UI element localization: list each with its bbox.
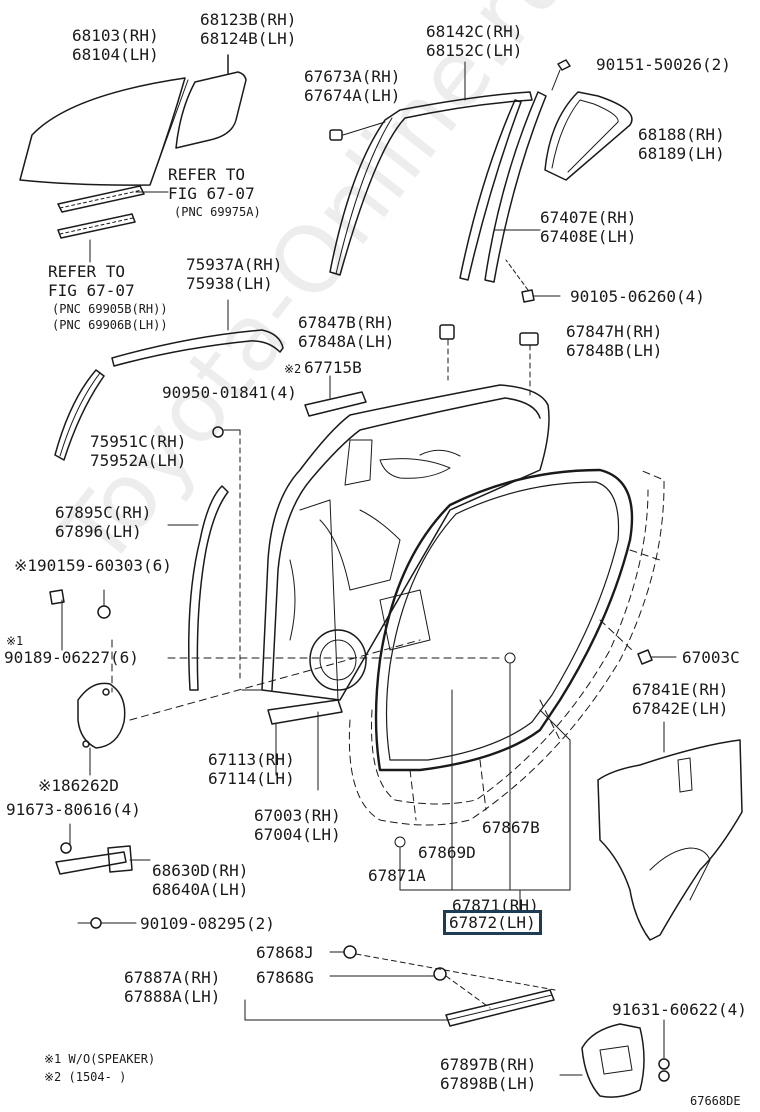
mark-1-a: ※1 <box>6 634 24 648</box>
rear-door-panel <box>261 384 550 701</box>
label-67113: 67113(RH) <box>208 750 295 769</box>
door-seal-pad <box>304 375 367 417</box>
quarter-window-seal <box>544 91 633 181</box>
label-75938: 75938(LH) <box>186 274 273 293</box>
label-67895c: 67895C(RH) <box>55 503 152 522</box>
label-67872-highlighted: 67872(LH) <box>443 910 542 935</box>
label-67003c: 67003C <box>682 648 740 667</box>
label-67004: 67004(LH) <box>254 825 341 844</box>
label-refer1-c: (PNC 69975A) <box>174 205 261 219</box>
label-68124b: 68124B(LH) <box>200 29 297 48</box>
label-67848a: 67848A(LH) <box>298 332 395 351</box>
frame-garnish <box>54 369 105 461</box>
label-67673a: 67673A(RH) <box>304 67 401 86</box>
label-75952a: 75952A(LH) <box>90 451 187 470</box>
label-67003: 67003(RH) <box>254 806 341 825</box>
label-67896: 67896(LH) <box>55 522 142 541</box>
pillar-garnish <box>167 485 229 691</box>
lower-door-panel <box>241 689 343 791</box>
glass-run-strips <box>57 185 169 263</box>
label-68189: 68189(LH) <box>638 144 725 163</box>
label-90189: 90189-06227(6) <box>4 648 139 667</box>
label-90151: 90151-50026(2) <box>596 55 731 74</box>
door-weatherstrip <box>374 468 634 772</box>
label-90159: ※190159-60303(6) <box>14 556 172 575</box>
clips <box>212 59 571 681</box>
label-67897b: 67897B(RH) <box>440 1055 537 1074</box>
label-67674a: 67674A(LH) <box>304 86 401 105</box>
label-68142c: 68142C(RH) <box>426 22 523 41</box>
body-opening-dashed <box>111 469 665 826</box>
label-refer2-a: REFER TO <box>48 262 126 281</box>
quarter-glass <box>175 54 247 149</box>
rocker-moulding <box>244 945 556 1027</box>
label-91631: 91631-60622(4) <box>612 1000 747 1019</box>
label-67887a: 67887A(RH) <box>124 968 221 987</box>
label-67407e: 67407E(RH) <box>540 208 637 227</box>
label-refer2-b: FIG 67-07 <box>48 281 135 300</box>
label-68630d: 68630D(RH) <box>152 861 249 880</box>
belt-moulding <box>111 299 284 367</box>
diagram-code: 67668DE <box>690 1094 741 1108</box>
label-67114: 67114(LH) <box>208 769 295 788</box>
label-67869d: 67869D <box>418 843 476 862</box>
label-67868g: 67868G <box>256 968 314 987</box>
label-67898b: 67898B(LH) <box>440 1074 537 1093</box>
weatherstrip-leaders <box>394 652 571 911</box>
label-75937a: 75937A(RH) <box>186 255 283 274</box>
bolt-90109 <box>77 917 137 929</box>
label-68152c: 68152C(LH) <box>426 41 523 60</box>
label-67848b: 67848B(LH) <box>566 341 663 360</box>
label-90109: 90109-08295(2) <box>140 914 275 933</box>
label-refer2-c: (PNC 69905B(RH)) <box>52 302 168 316</box>
rear-door-glass <box>19 77 189 186</box>
label-67867b: 67867B <box>482 818 540 837</box>
quarter-trim-liner <box>597 721 743 941</box>
label-68123b: 68123B(RH) <box>200 10 297 29</box>
label-67842e: 67842E(LH) <box>632 699 729 718</box>
label-refer1-a: REFER TO <box>168 165 246 184</box>
label-90950: 90950-01841(4) <box>162 383 297 402</box>
label-90105: 90105-06260(4) <box>570 287 705 306</box>
label-refer1-b: FIG 67-07 <box>168 184 255 203</box>
label-67868j: 67868J <box>256 943 314 962</box>
mark-2: ※2 <box>284 362 302 376</box>
clip-67003c <box>637 649 677 665</box>
note-1: ※1 W/O(SPEAKER) <box>44 1052 156 1066</box>
label-67871a: 67871A <box>368 866 426 885</box>
label-68104: 68104(LH) <box>72 45 159 64</box>
label-86262d: ※186262D <box>38 776 119 795</box>
note-2: ※2 (1504- ) <box>44 1070 127 1084</box>
speaker <box>77 682 126 776</box>
center-sash-channel <box>459 91 547 283</box>
label-67408e: 67408E(LH) <box>540 227 637 246</box>
mud-guard <box>559 1019 670 1098</box>
label-refer2-d: (PNC 69906B(LH)) <box>52 318 168 332</box>
label-91673: 91673-80616(4) <box>6 800 141 819</box>
label-67888a: 67888A(LH) <box>124 987 221 1006</box>
label-67847h: 67847H(RH) <box>566 322 663 341</box>
door-frame-channel <box>329 61 533 276</box>
label-67715b: 67715B <box>304 358 362 377</box>
label-68188: 68188(RH) <box>638 125 725 144</box>
label-68640a: 68640A(LH) <box>152 880 249 899</box>
left-fasteners <box>49 589 111 651</box>
label-68103: 68103(RH) <box>72 26 159 45</box>
label-67841e: 67841E(RH) <box>632 680 729 699</box>
label-75951c: 75951C(RH) <box>90 432 187 451</box>
label-67847b: 67847B(RH) <box>298 313 395 332</box>
door-check <box>55 823 151 875</box>
